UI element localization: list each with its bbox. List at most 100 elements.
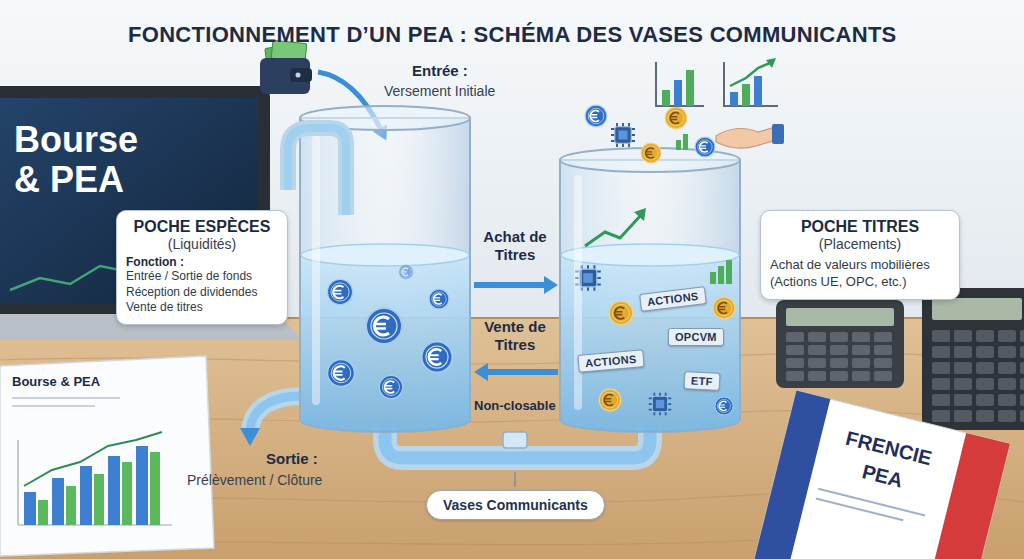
calculator-part: [776, 300, 904, 388]
connecting-pipe-part: [514, 472, 516, 487]
calculator-part: [786, 332, 896, 384]
cash-vessel-part: [312, 135, 320, 405]
cash-vessel-part: [429, 289, 449, 309]
pocket-box: POCHE TITRES(Placements) Achat de valeurs…: [760, 210, 960, 300]
inlet-pipe: [288, 128, 346, 215]
box-subheading: (Placements): [770, 236, 950, 252]
securities-vessel-part: [649, 393, 671, 415]
hand-icon-part: [716, 128, 776, 148]
securities-vessel-part: [560, 160, 740, 432]
exit-pipe: [240, 396, 302, 446]
pea-booklet-part: [924, 433, 1010, 559]
inlet-pipe-part: [288, 128, 346, 215]
exit-pipe-part: [240, 428, 260, 446]
flow-label: Prélèvement / Clôture: [187, 472, 322, 489]
chart-icon-part: [754, 76, 762, 106]
cash-vessel-part: [301, 255, 469, 432]
inlet-pipe-part: [288, 128, 346, 215]
chart-icon-part: [656, 62, 704, 106]
pea-booklet-part: [754, 391, 830, 559]
box-heading: POCHE ESPÈCES: [126, 218, 278, 236]
floating-assets-part: [641, 143, 661, 163]
calculator-part: [932, 330, 1024, 424]
pea-booklet: [754, 391, 1010, 559]
hand-icon-part: [772, 124, 784, 144]
asset-tag: OPCVM: [668, 328, 724, 346]
chart-icon-part: [686, 70, 694, 106]
chart-paper-part: [94, 474, 104, 525]
securities-vessel-part: [715, 397, 733, 415]
box-body: Entrée / Sortie de fonds: [126, 269, 278, 285]
wallet-icon: [260, 40, 312, 94]
chart-paper-part: [66, 486, 76, 525]
node-text: ACTIONS: [646, 290, 699, 308]
asset-tag: ETF: [684, 371, 721, 391]
securities-vessel-part: [599, 389, 621, 411]
cash-vessel-part: [379, 375, 402, 398]
chart-icon-part: [724, 62, 778, 106]
chart-icon-part: [730, 92, 738, 106]
securities-vessel-part: [585, 214, 642, 246]
caption-pill: Vases Communicants: [426, 490, 605, 520]
transfer-arrow-part: [474, 363, 488, 381]
securities-vessel-part: [726, 260, 732, 284]
chart-paper-part: [24, 492, 36, 525]
node-text: ETF: [691, 374, 713, 387]
floating-assets-part: [585, 105, 607, 127]
chart-icon-part: [674, 80, 682, 106]
hand-icon: [716, 124, 784, 148]
wallet-icon-part: [290, 68, 312, 82]
box-body: Réception de dividendes: [126, 285, 278, 301]
cash-vessel-part: [328, 360, 355, 387]
cash-vessel-part: [300, 118, 470, 432]
floating-assets: [585, 105, 715, 163]
chart-icon-part: [730, 62, 772, 86]
pea-booklet-part: [754, 391, 1010, 559]
chart-paper-part: [52, 478, 64, 525]
pocket-box: POCHE ESPÈCES(Liquidités)Fonction :Entré…: [116, 210, 288, 325]
node-text: ACTIONS: [585, 353, 637, 369]
cash-vessel-part: [399, 265, 413, 279]
cash-vessel-part: [327, 279, 352, 304]
chart-icon: [656, 58, 778, 106]
wallet-icon-part: [296, 73, 301, 78]
box-body: Achat de valeurs mobilières (Actions UE,…: [770, 257, 950, 291]
node-text: Vases Communicants: [443, 497, 588, 513]
floating-assets-part: [611, 123, 635, 147]
chart-paper: [0, 356, 214, 556]
transfer-arrow-part: [544, 276, 558, 294]
chart-paper-part: [150, 452, 160, 525]
securities-vessel-part: [718, 266, 724, 284]
exit-pipe-part: [250, 396, 302, 430]
chart-paper-part: [122, 462, 132, 525]
securities-vessel-part: [574, 175, 582, 410]
chart-paper-part: [108, 456, 120, 525]
securities-vessel-part: [561, 244, 739, 266]
page-title: FONCTIONNEMENT D’UN PEA : SCHÉMA DES VAS…: [128, 22, 897, 48]
exit-pipe-part: [250, 396, 302, 430]
connecting-pipe: [385, 426, 650, 487]
connecting-pipe-part: [503, 432, 527, 448]
flow-label: Versement Initiale: [384, 83, 495, 100]
box-heading: POCHE TITRES: [770, 218, 950, 236]
chart-paper-part: [80, 466, 92, 525]
floating-assets-part: [695, 137, 715, 157]
screen-text: Bourse & PEA: [14, 120, 164, 201]
pea-booklet-part: [816, 489, 925, 525]
transfer-arrow-part: [486, 369, 558, 375]
arrow-label: Vente de Titres: [471, 318, 559, 354]
valve-label: Non-closable: [474, 398, 556, 413]
arrow-label: Achat de Titres: [471, 228, 559, 264]
chart-paper-part: [24, 432, 162, 486]
securities-vessel-part: [713, 297, 735, 319]
calculator-part: [786, 308, 894, 326]
floating-assets-part: [676, 140, 681, 150]
flow-label: Entrée :: [412, 62, 468, 80]
floating-assets-part: [665, 107, 687, 129]
chart-icon-part: [662, 90, 670, 106]
cash-vessel-part: [422, 342, 453, 373]
securities-vessel-part: [609, 301, 632, 324]
chart-paper-part: [136, 446, 148, 525]
chart-icon-part: [766, 58, 776, 68]
